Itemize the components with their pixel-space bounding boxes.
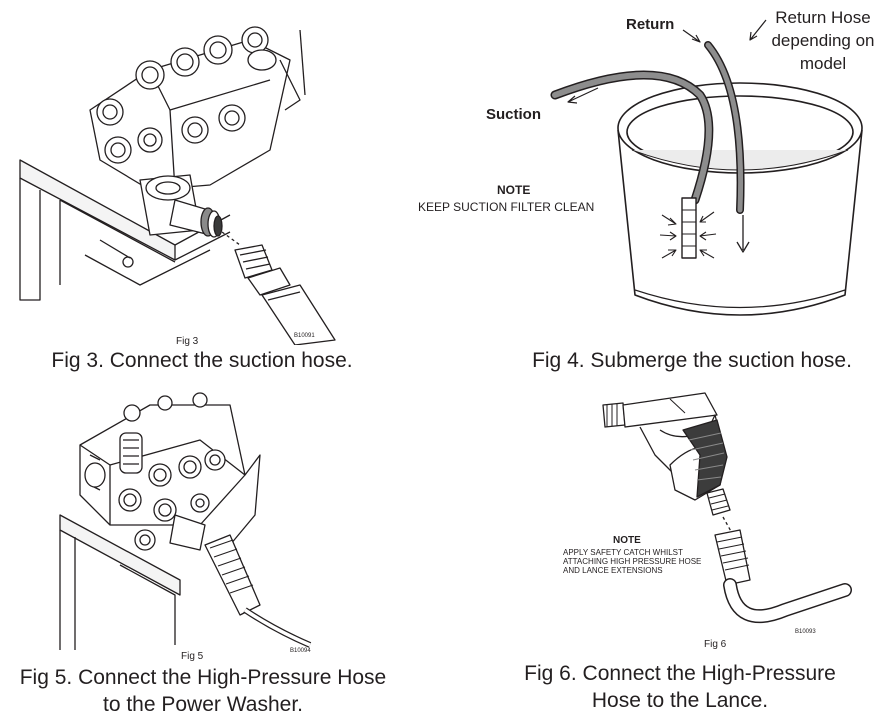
- fig5-panel: Fig 5 B10094 Fig 5. Connect the High-Pre…: [0, 385, 445, 726]
- fig5-caption-line1: Fig 5. Connect the High-Pressure Hose: [19, 666, 387, 689]
- pump-suction-illustration: [19, 26, 336, 345]
- lance-gun-illustration: [602, 392, 852, 624]
- return-hose-label: Return Hose depending on model: [771, 8, 875, 73]
- pump-pressure-illustration: [59, 392, 312, 650]
- return-label: Return: [626, 16, 675, 33]
- fig4-panel: Return Return Hose depending on model Su…: [400, 0, 889, 380]
- fig6-label: Fig 6: [704, 639, 727, 650]
- fig5-label: Fig 5: [181, 651, 204, 662]
- fig4-note-body: KEEP SUCTION FILTER CLEAN: [418, 200, 595, 214]
- bucket-illustration: [550, 19, 863, 316]
- fig6-note-title: NOTE: [613, 535, 641, 546]
- fig4-note-title: NOTE: [497, 183, 531, 197]
- fig5-code: B10094: [290, 648, 311, 654]
- fig3-caption: Fig 3. Connect the suction hose.: [51, 349, 353, 372]
- fig3-label: Fig 3: [176, 336, 199, 347]
- fig4-caption: Fig 4. Submerge the suction hose.: [532, 349, 852, 372]
- fig6-caption-line2: Hose to the Lance.: [591, 689, 769, 712]
- fig3-code: B10091: [294, 333, 315, 339]
- fig6-note-body: APPLY SAFETY CATCH WHILST ATTACHING HIGH…: [563, 548, 702, 575]
- fig3-panel: Fig 3 B10091 Fig 3. Connect the suction …: [0, 0, 445, 380]
- fig6-code: B10093: [795, 629, 816, 635]
- fig5-caption-line2: to the Power Washer.: [103, 693, 303, 716]
- fig6-panel: NOTE APPLY SAFETY CATCH WHILST ATTACHING…: [445, 385, 889, 726]
- fig6-caption-line1: Fig 6. Connect the High-Pressure: [524, 662, 836, 685]
- suction-label: Suction: [486, 106, 541, 123]
